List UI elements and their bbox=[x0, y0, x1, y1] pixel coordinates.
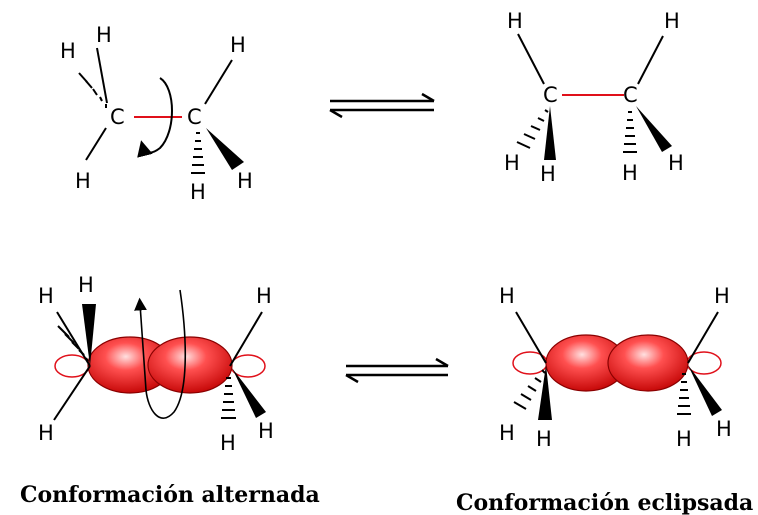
atom-h: H bbox=[60, 39, 76, 63]
hashed-bond bbox=[221, 377, 236, 419]
equilibrium-arrows-icon bbox=[329, 92, 435, 119]
atom-h: H bbox=[507, 9, 523, 33]
atom-h: H bbox=[716, 417, 732, 441]
rotation-arrow-icon bbox=[134, 289, 187, 419]
atom-h: H bbox=[622, 161, 638, 185]
atom-h: H bbox=[536, 427, 552, 451]
staggered-orbital-model: H H H H H H bbox=[38, 273, 274, 455]
atom-c: C bbox=[110, 105, 125, 129]
orbital-lobe bbox=[607, 334, 689, 392]
atom-h: H bbox=[499, 284, 515, 308]
hashed-bond bbox=[57, 325, 89, 362]
ch-bond bbox=[637, 35, 664, 85]
wedge-bond bbox=[232, 368, 266, 418]
ch-bond bbox=[53, 365, 91, 421]
atom-h: H bbox=[664, 9, 680, 33]
atom-h: H bbox=[504, 151, 520, 175]
atom-h: H bbox=[499, 421, 515, 445]
wedge-bond bbox=[688, 365, 722, 416]
caption-eclipsed: Conformación eclipsada bbox=[456, 490, 753, 515]
atom-h: H bbox=[190, 180, 206, 204]
equilibrium-arrows-icon bbox=[345, 357, 449, 384]
eclipsed-orbital-model: H H H H H H bbox=[499, 284, 732, 451]
ch-bond bbox=[517, 33, 545, 85]
atom-c: C bbox=[187, 105, 202, 129]
staggered-stick-structure: H H H C C H H H bbox=[60, 23, 253, 204]
atom-h: H bbox=[258, 419, 274, 443]
atom-c: C bbox=[623, 83, 638, 107]
atom-h: H bbox=[38, 284, 54, 308]
atom-h: H bbox=[237, 169, 253, 193]
orbital-lobe bbox=[147, 336, 233, 394]
atom-c: C bbox=[543, 83, 558, 107]
ch-bond bbox=[515, 311, 547, 364]
hashed-bond bbox=[78, 72, 107, 108]
atom-h: H bbox=[256, 284, 272, 308]
ch-bond bbox=[96, 47, 108, 104]
hashed-bond bbox=[677, 373, 691, 415]
atom-h: H bbox=[38, 421, 54, 445]
ch-bond bbox=[56, 311, 91, 367]
ch-bond bbox=[229, 311, 263, 367]
caption-staggered: Conformación alternada bbox=[20, 482, 320, 508]
hashed-bond bbox=[623, 111, 637, 153]
rotation-arrow-icon bbox=[137, 77, 173, 158]
atom-h: H bbox=[230, 33, 246, 57]
ch-bond bbox=[687, 311, 719, 364]
wedge-bond bbox=[544, 106, 556, 160]
atom-h: H bbox=[676, 427, 692, 451]
atom-h: H bbox=[75, 169, 91, 193]
hashed-bond bbox=[191, 132, 205, 174]
wedge-bond bbox=[206, 128, 244, 170]
atom-h: H bbox=[714, 284, 730, 308]
atom-h: H bbox=[540, 162, 556, 186]
hashed-bond bbox=[516, 109, 549, 149]
atom-h: H bbox=[220, 431, 236, 455]
ch-bond bbox=[204, 59, 233, 105]
hashed-bond bbox=[513, 369, 546, 410]
wedge-bond bbox=[82, 304, 96, 366]
wedge-bond bbox=[538, 365, 552, 420]
wedge-bond bbox=[636, 106, 672, 152]
ch-bond bbox=[85, 127, 107, 161]
atom-h: H bbox=[96, 23, 112, 47]
eclipsed-stick-structure: H H C C H H H H bbox=[504, 9, 684, 186]
atom-h: H bbox=[668, 151, 684, 175]
atom-h: H bbox=[78, 273, 94, 297]
